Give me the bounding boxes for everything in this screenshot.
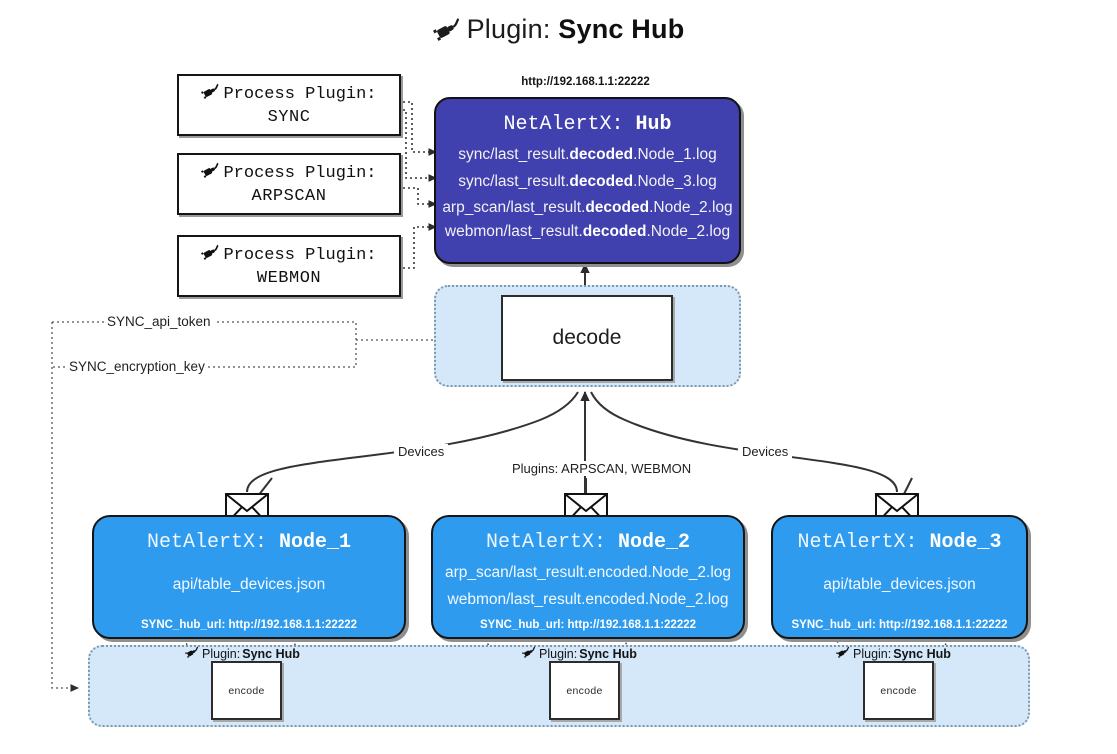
hub-log-mid: decoded xyxy=(569,146,634,163)
hub-log-pre: webmon/last_result. xyxy=(444,222,583,240)
encoder-plugin-prefix: Plugin: xyxy=(853,646,892,661)
plug-icon xyxy=(185,645,200,662)
encoder-plugin-name: Sync Hub xyxy=(893,646,951,661)
node-log-row: api/table_devices.json xyxy=(823,576,976,593)
hub-log-post: .Node_2.log xyxy=(649,199,733,216)
hub-log-mid: decoded xyxy=(569,172,634,190)
plug-icon xyxy=(201,82,221,107)
node-hub-url: SYNC_hub_url: http://192.168.1.1:22222 xyxy=(479,619,697,631)
hub-log-post: .Node_1.log xyxy=(633,146,717,163)
node-title: NetAlertX: Node_1 xyxy=(94,531,404,554)
hub-log-mid: decoded xyxy=(582,222,647,240)
node-title: NetAlertX: Node_2 xyxy=(433,531,743,554)
hub-log-post: .Node_2.log xyxy=(646,222,731,240)
hub-log-pre: arp_scan/last_result. xyxy=(442,199,586,216)
node-log-row: arp_scan/last_result.encoded.Node_2.log xyxy=(444,564,732,581)
decode-label: decode xyxy=(552,326,622,349)
hub-log-pre: sync/last_result. xyxy=(458,172,570,190)
encode-label: encode xyxy=(228,684,265,697)
hub-node[interactable]: NetAlertX: Hub sync/last_result.decoded.… xyxy=(434,97,741,264)
encoder-plugin-label-1: Plugin: Sync Hub xyxy=(185,645,300,662)
process-plugin-label: Process Plugin: xyxy=(223,163,377,183)
sync-api-token-label: SYNC_api_token xyxy=(104,314,214,329)
node-node-3[interactable]: NetAlertX: Node_3 api/table_devices.json… xyxy=(771,515,1028,639)
process-plugin-label: Process Plugin: xyxy=(223,84,377,104)
node-node-2[interactable]: NetAlertX: Node_2 arp_scan/last_result.e… xyxy=(431,515,745,639)
title-prefix: Plugin: xyxy=(466,14,551,44)
encode-label: encode xyxy=(566,684,603,697)
plug-icon xyxy=(201,161,221,186)
encoder-plugin-prefix: Plugin: xyxy=(539,646,578,661)
node-title-prefix: NetAlertX: xyxy=(485,531,606,554)
process-plugin-name: ARPSCAN xyxy=(251,187,327,206)
process-plugin-webmon[interactable]: Process Plugin: WEBMON xyxy=(177,235,401,297)
node-title: NetAlertX: Node_3 xyxy=(773,531,1026,554)
node-node-1[interactable]: NetAlertX: Node_1 api/table_devices.json… xyxy=(92,515,406,639)
node-title-name: Node_1 xyxy=(279,531,352,554)
hub-title-prefix: NetAlertX: xyxy=(503,113,624,136)
node-hub-url: SYNC_hub_url: http://192.168.1.1:22222 xyxy=(140,619,358,631)
process-plugin-name: SYNC xyxy=(267,108,311,127)
encoder-plugin-prefix: Plugin: xyxy=(202,646,241,661)
encoder-plugin-name: Sync Hub xyxy=(242,646,300,661)
hub-log-post: .Node_3.log xyxy=(633,172,717,190)
devices-label-left: Devices xyxy=(394,444,449,459)
encoder-plugin-label-3: Plugin: Sync Hub xyxy=(836,645,951,662)
encode-box-2[interactable]: encode xyxy=(549,661,620,720)
node-title-name: Node_2 xyxy=(618,531,691,554)
hub-log-pre: sync/last_result. xyxy=(458,146,570,163)
encode-box-3[interactable]: encode xyxy=(863,661,934,720)
encoder-plugin-label-2: Plugin: Sync Hub xyxy=(522,645,637,662)
plug-icon xyxy=(432,16,463,49)
hub-log-row: sync/last_result.decoded.Node_1.log xyxy=(436,147,739,163)
title-name: Sync Hub xyxy=(558,14,685,44)
hub-title-name: Hub xyxy=(635,113,672,136)
hub-url: http://192.168.1.1:22222 xyxy=(521,76,650,88)
hub-log-row: arp_scan/last_result.decoded.Node_2.log xyxy=(436,200,739,216)
node-title-prefix: NetAlertX: xyxy=(146,531,267,554)
node-title-prefix: NetAlertX: xyxy=(797,531,918,554)
plugins-label-center: Plugins: ARPSCAN, WEBMON xyxy=(508,461,696,476)
process-plugin-label: Process Plugin: xyxy=(223,245,377,265)
hub-log-row: sync/last_result.decoded.Node_3.log xyxy=(436,172,739,190)
sync-encryption-key-label: SYNC_encryption_key xyxy=(66,359,208,374)
node-log-row: webmon/last_result.encoded.Node_2.log xyxy=(447,591,729,608)
node-hub-url: SYNC_hub_url: http://192.168.1.1:22222 xyxy=(791,619,1008,631)
hub-title: NetAlertX: Hub xyxy=(436,113,739,136)
encode-box-1[interactable]: encode xyxy=(211,661,282,720)
hub-log-row: webmon/last_result.decoded.Node_2.log xyxy=(436,222,739,240)
plug-icon xyxy=(201,243,221,268)
node-title-name: Node_3 xyxy=(929,531,1002,554)
plug-icon xyxy=(836,645,851,662)
encoder-plugin-name: Sync Hub xyxy=(579,646,637,661)
devices-label-right: Devices xyxy=(738,444,793,459)
decode-box[interactable]: decode xyxy=(501,295,673,381)
plug-icon xyxy=(522,645,537,662)
node-log-row: api/table_devices.json xyxy=(172,576,326,593)
process-plugin-sync[interactable]: Process Plugin: SYNC xyxy=(177,74,401,136)
page-title: Plugin: Sync Hub xyxy=(0,14,1117,49)
process-plugin-arpscan[interactable]: Process Plugin: ARPSCAN xyxy=(177,153,401,215)
encode-label: encode xyxy=(880,684,917,697)
process-plugin-name: WEBMON xyxy=(256,269,322,288)
hub-log-mid: decoded xyxy=(585,199,650,216)
